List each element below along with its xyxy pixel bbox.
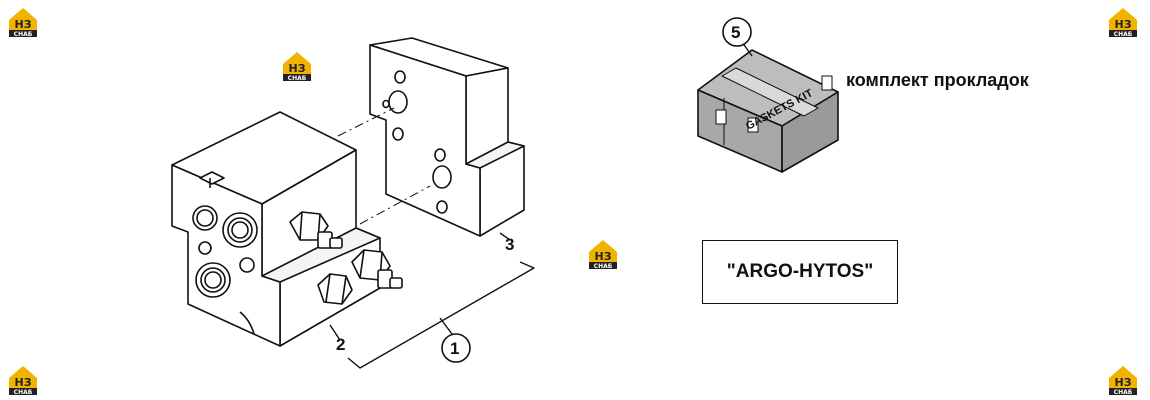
watermark-logo-letters: НЗ (1114, 18, 1131, 31)
watermark-logo-letters: НЗ (594, 250, 611, 263)
callout-1: 1 (450, 339, 460, 358)
watermark-logo: НЗ СНАБ (9, 8, 37, 38)
callout-5: 5 (731, 23, 741, 42)
watermark-logo: НЗ СНАБ (1109, 366, 1137, 396)
callout-2: 2 (336, 335, 346, 354)
gasket-kit-caption: комплект прокладок (846, 70, 1029, 90)
watermark-logo-letters: НЗ (14, 18, 31, 31)
watermark-logo-subtext: СНАБ (288, 75, 307, 82)
watermark-logo-subtext: СНАБ (14, 389, 33, 396)
watermark-logo: НЗ СНАБ (9, 366, 37, 396)
callout-circle-1 (441, 333, 471, 363)
adapter-plate (369, 37, 525, 237)
watermark-logo: НЗ СНАБ (1109, 8, 1137, 38)
watermark-logo-letters: НЗ (288, 62, 305, 75)
watermark-logo-subtext: СНАБ (1114, 389, 1133, 396)
watermark-logo-subtext: СНАБ (594, 263, 613, 270)
watermark-logo-letters: НЗ (14, 376, 31, 389)
watermark-logo: НЗ СНАБ (283, 52, 311, 82)
callout-circle-5 (722, 17, 752, 47)
brand-box: "ARGO-HYTOS" (702, 240, 898, 304)
callout-3: 3 (505, 235, 515, 254)
watermark-logo: НЗ СНАБ (589, 240, 617, 270)
alignment-lines (337, 107, 431, 225)
brand-name: "ARGO-HYTOS" (726, 261, 874, 282)
watermark-logo-subtext: СНАБ (14, 31, 33, 38)
valve-block (171, 111, 403, 347)
watermark-logo-letters: НЗ (1114, 376, 1131, 389)
gasket-kit-box (697, 41, 839, 173)
watermark-logo-subtext: СНАБ (1114, 31, 1133, 38)
